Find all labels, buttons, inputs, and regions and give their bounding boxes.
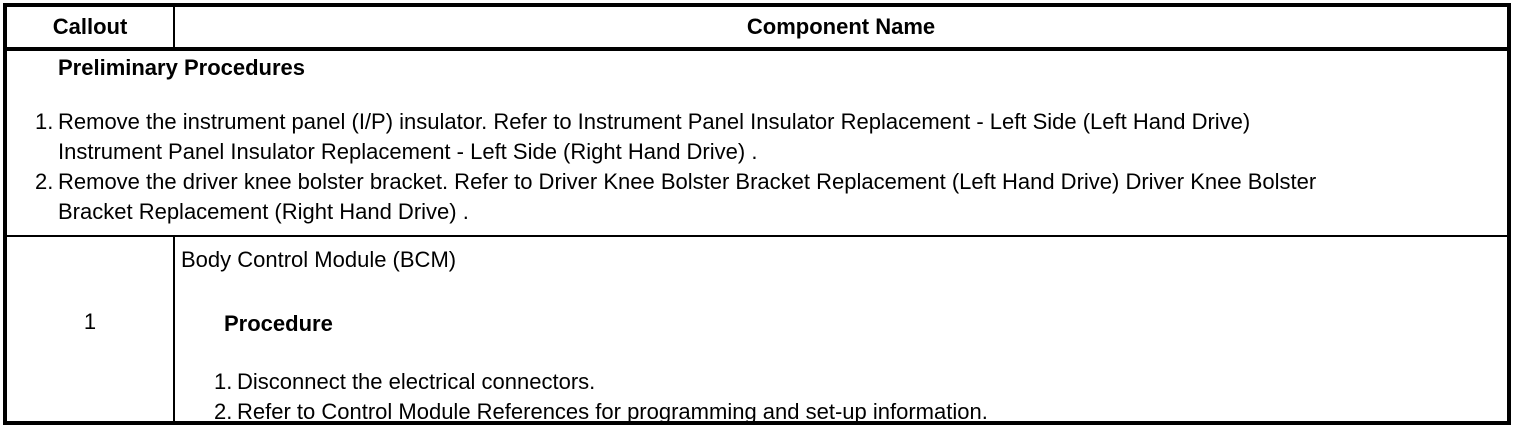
component-name: Body Control Module (BCM) xyxy=(181,247,457,272)
preliminary-step-1: 1. Remove the instrument panel (I/P) ins… xyxy=(35,107,1499,167)
header-label-callout: Callout xyxy=(52,14,128,39)
header-cell-component-name: Component Name xyxy=(175,7,1507,47)
step-text: Remove the instrument panel (I/P) insula… xyxy=(58,109,1251,164)
preliminary-procedures-title: Preliminary Procedures xyxy=(58,55,306,80)
component-cell: Body Control Module (BCM) Procedure 1. D… xyxy=(175,237,1507,421)
step-text: Remove the driver knee bolster bracket. … xyxy=(58,169,1317,224)
step-number: 1. xyxy=(35,109,54,134)
preliminary-procedures-row: Preliminary Procedures 1. Remove the ins… xyxy=(7,51,1507,237)
procedure-step-2: 2. Refer to Control Module References fo… xyxy=(214,397,1499,421)
step-number: 2. xyxy=(35,169,54,194)
preliminary-step-2: 2. Remove the driver knee bolster bracke… xyxy=(35,167,1499,227)
procedure-step-1: 1. Disconnect the electrical connectors. xyxy=(214,367,1499,397)
procedure-steps-list: 1. Disconnect the electrical connectors.… xyxy=(214,367,1499,421)
callout-number: 1 xyxy=(83,309,97,334)
step-number: 1. xyxy=(214,369,233,394)
table-header-row: Callout Component Name xyxy=(7,7,1507,51)
table-row: 1 Body Control Module (BCM) Procedure 1.… xyxy=(7,237,1507,421)
header-label-component-name: Component Name xyxy=(746,14,936,39)
callout-cell: 1 xyxy=(7,237,175,421)
preliminary-steps-list: 1. Remove the instrument panel (I/P) ins… xyxy=(35,107,1499,227)
component-callout-table: Callout Component Name Preliminary Proce… xyxy=(3,3,1511,425)
step-number: 2. xyxy=(214,399,233,421)
procedure-title: Procedure xyxy=(224,311,333,336)
step-text: Disconnect the electrical connectors. xyxy=(237,369,596,394)
step-text: Refer to Control Module References for p… xyxy=(237,399,988,421)
header-cell-callout: Callout xyxy=(7,7,175,47)
